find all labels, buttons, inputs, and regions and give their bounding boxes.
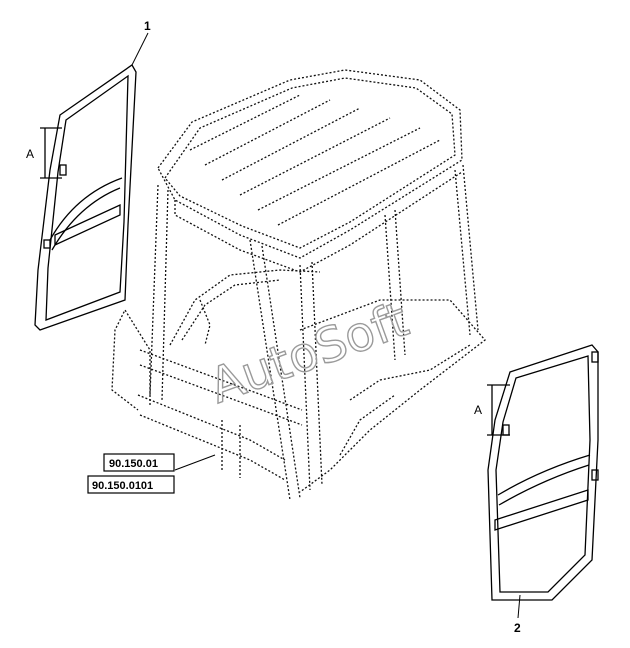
right-door bbox=[487, 344, 599, 601]
reference-boxes bbox=[87, 453, 175, 494]
callout-leaders bbox=[131, 32, 521, 619]
dimension-label-left: A bbox=[26, 147, 34, 161]
callout-part-2: 2 bbox=[514, 621, 521, 635]
reference-code-a: 90.150.01 bbox=[109, 458, 158, 470]
cab-frame bbox=[111, 69, 486, 501]
left-door bbox=[34, 64, 137, 331]
reference-code-b: 90.150.0101 bbox=[92, 480, 153, 492]
watermark: AutoSoft bbox=[203, 291, 416, 414]
callout-part-1: 1 bbox=[144, 19, 151, 33]
dimension-label-right: A bbox=[474, 403, 482, 417]
